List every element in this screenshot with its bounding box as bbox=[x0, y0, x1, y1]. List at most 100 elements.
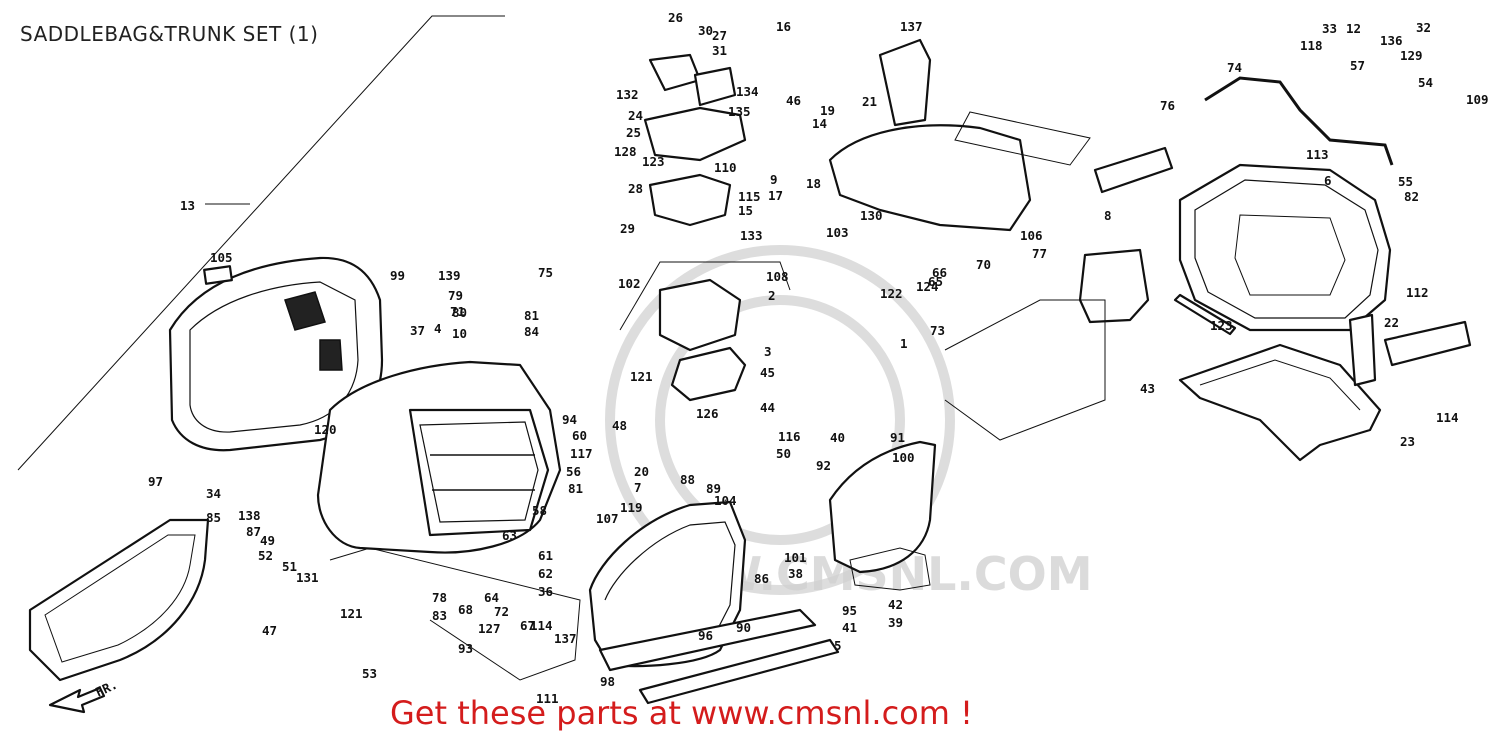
part-callout-81: 81 bbox=[568, 481, 583, 496]
trunk-lid-rail bbox=[1204, 76, 1394, 166]
part-callout-6: 6 bbox=[1324, 173, 1332, 188]
part-callout-99: 99 bbox=[390, 268, 405, 283]
part-callout-12: 12 bbox=[1346, 21, 1361, 36]
part-callout-100: 100 bbox=[892, 450, 915, 465]
part-callout-27: 27 bbox=[712, 28, 727, 43]
part-callout-70: 70 bbox=[976, 257, 991, 272]
saddlebag-body-left bbox=[316, 360, 562, 554]
part-callout-40: 40 bbox=[830, 430, 845, 445]
part-callout-21: 21 bbox=[862, 94, 877, 109]
part-callout-52: 52 bbox=[258, 548, 273, 563]
part-callout-63: 63 bbox=[502, 528, 517, 543]
part-callout-89: 89 bbox=[706, 481, 721, 496]
part-callout-25: 25 bbox=[626, 125, 641, 140]
part-callout-39: 39 bbox=[888, 615, 903, 630]
part-callout-90: 90 bbox=[736, 620, 751, 635]
part-callout-36: 36 bbox=[538, 584, 553, 599]
part-callout-30: 30 bbox=[698, 23, 713, 38]
part-callout-112: 112 bbox=[1406, 285, 1429, 300]
part-callout-91: 91 bbox=[890, 430, 905, 445]
part-callout-127: 127 bbox=[478, 621, 501, 636]
part-callout-34: 34 bbox=[206, 486, 221, 501]
part-callout-15: 15 bbox=[738, 203, 753, 218]
part-callout-134: 134 bbox=[736, 84, 759, 99]
part-callout-103: 103 bbox=[826, 225, 849, 240]
part-callout-81: 81 bbox=[524, 308, 539, 323]
part-callout-71: 71 bbox=[450, 304, 465, 319]
part-callout-38: 38 bbox=[788, 566, 803, 581]
saddlebag-lid-right bbox=[588, 500, 840, 705]
part-callout-104: 104 bbox=[714, 493, 737, 508]
part-callout-132: 132 bbox=[616, 87, 639, 102]
part-callout-135: 135 bbox=[728, 104, 751, 119]
part-callout-42: 42 bbox=[888, 597, 903, 612]
saddlebag-lid-left bbox=[168, 256, 384, 452]
part-callout-24: 24 bbox=[628, 108, 643, 123]
part-callout-110: 110 bbox=[714, 160, 737, 175]
part-callout-18: 18 bbox=[806, 176, 821, 191]
part-callout-33: 33 bbox=[1322, 21, 1337, 36]
part-callout-46: 46 bbox=[786, 93, 801, 108]
front-direction-arrow: FR. bbox=[48, 677, 120, 714]
part-callout-107: 107 bbox=[596, 511, 619, 526]
diagram-title: SADDLEBAG&TRUNK SET (1) bbox=[20, 22, 319, 46]
bracket-lower-left bbox=[329, 547, 581, 681]
part-callout-123: 123 bbox=[642, 154, 665, 169]
part-callout-51: 51 bbox=[282, 559, 297, 574]
part-callout-64: 64 bbox=[484, 590, 499, 605]
part-callout-118: 118 bbox=[1300, 38, 1323, 53]
part-callout-41: 41 bbox=[842, 620, 857, 635]
part-callout-32: 32 bbox=[1416, 20, 1431, 35]
part-callout-72: 72 bbox=[494, 604, 509, 619]
part-callout-102: 102 bbox=[618, 276, 641, 291]
part-callout-7: 7 bbox=[634, 480, 642, 495]
part-callout-119: 119 bbox=[620, 500, 643, 515]
part-callout-66: 66 bbox=[932, 265, 947, 280]
part-callout-94: 94 bbox=[562, 412, 577, 427]
part-callout-86: 86 bbox=[754, 571, 769, 586]
part-callout-87: 87 bbox=[246, 524, 261, 539]
part-callout-16: 16 bbox=[776, 19, 791, 34]
part-callout-26: 26 bbox=[668, 10, 683, 25]
part-callout-84: 84 bbox=[524, 324, 539, 339]
part-callout-17: 17 bbox=[768, 188, 783, 203]
part-callout-47: 47 bbox=[262, 623, 277, 638]
part-callout-31: 31 bbox=[712, 43, 727, 58]
part-callout-75: 75 bbox=[538, 265, 553, 280]
part-callout-68: 68 bbox=[458, 602, 473, 617]
part-callout-115: 115 bbox=[738, 189, 761, 204]
part-callout-139: 139 bbox=[438, 268, 461, 283]
part-callout-122: 122 bbox=[880, 286, 903, 301]
part-callout-98: 98 bbox=[600, 674, 615, 689]
part-callout-117: 117 bbox=[570, 446, 593, 461]
part-callout-23: 23 bbox=[1400, 434, 1415, 449]
trunk-carrier bbox=[1178, 343, 1382, 462]
part-callout-108: 108 bbox=[766, 269, 789, 284]
part-callout-37: 37 bbox=[410, 323, 425, 338]
part-callout-95: 95 bbox=[842, 603, 857, 618]
part-callout-14: 14 bbox=[812, 116, 827, 131]
bracket-32-33 bbox=[944, 299, 1106, 441]
part-callout-130: 130 bbox=[860, 208, 883, 223]
part-callout-13: 13 bbox=[180, 198, 195, 213]
part-callout-131: 131 bbox=[296, 570, 319, 585]
trunk-lid-center bbox=[828, 38, 1174, 324]
part-callout-111: 111 bbox=[536, 691, 559, 706]
part-callout-10: 10 bbox=[452, 326, 467, 341]
part-callout-92: 92 bbox=[816, 458, 831, 473]
part-callout-136: 136 bbox=[1380, 33, 1403, 48]
part-callout-76: 76 bbox=[1160, 98, 1175, 113]
trunk-bar-43 bbox=[1173, 293, 1237, 336]
part-callout-22: 22 bbox=[1384, 315, 1399, 330]
part-callout-44: 44 bbox=[760, 400, 775, 415]
part-callout-58: 58 bbox=[532, 503, 547, 518]
part-callout-62: 62 bbox=[538, 566, 553, 581]
part-callout-78: 78 bbox=[432, 590, 447, 605]
part-callout-1: 1 bbox=[900, 336, 908, 351]
part-callout-77: 77 bbox=[1032, 246, 1047, 261]
fr-label: FR. bbox=[93, 677, 120, 700]
part-callout-93: 93 bbox=[458, 641, 473, 656]
part-callout-80: 80 bbox=[452, 305, 467, 320]
part-callout-74: 74 bbox=[1227, 60, 1242, 75]
